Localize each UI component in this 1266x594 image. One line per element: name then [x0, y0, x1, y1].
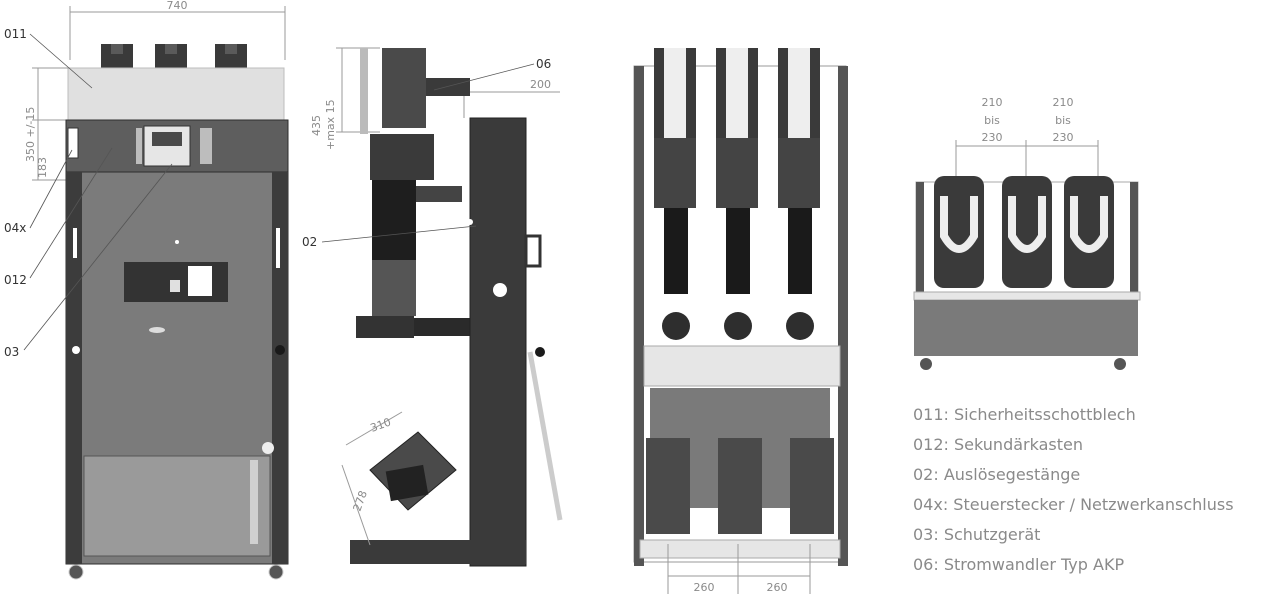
- front-view: 740 350 +/-15 183: [4, 0, 289, 580]
- range-2-bis: bis: [1055, 114, 1071, 127]
- side-frame: [469, 117, 527, 567]
- pitch-dimensions: 260 260: [667, 544, 811, 594]
- front-height-label-2: 183: [36, 157, 49, 178]
- callout-06: 06: [536, 57, 551, 71]
- top-bushings: [101, 44, 247, 68]
- side-depth-dimension: 200: [463, 78, 560, 118]
- box-width-label: 310: [369, 415, 393, 434]
- front-width-dimension: 740: [69, 0, 286, 60]
- range-1-from: 210: [982, 96, 1003, 109]
- top-view: 210 bis 230 210 bis 230: [913, 96, 1141, 370]
- legend-item-06: 06: Stromwandler Typ AKP: [913, 555, 1125, 574]
- trip-linkage-pole: [372, 180, 416, 260]
- side-height-label-1: 435: [310, 115, 323, 136]
- callout-03: 03: [4, 345, 19, 359]
- side-view: 435 +max 15 200 310: [302, 47, 563, 567]
- terminal-pockets: [934, 176, 1114, 288]
- side-height-dimension: 435 +max 15: [310, 47, 380, 150]
- rear-terminals: [646, 438, 834, 534]
- callout-02: 02: [302, 235, 317, 249]
- legend-item-03: 03: Schutzgerät: [913, 525, 1041, 544]
- range-2-to: 230: [1053, 131, 1074, 144]
- current-transformer: [382, 48, 426, 128]
- side-height-label-2: +max 15: [324, 99, 337, 150]
- range-1-to: 230: [982, 131, 1003, 144]
- terminal-base: [914, 300, 1138, 356]
- pitch-label-b: 260: [767, 581, 788, 594]
- legend-item-011: 011: Sicherheitsschottblech: [913, 405, 1136, 424]
- control-plug: [67, 127, 79, 159]
- range-1-bis: bis: [984, 114, 1000, 127]
- front-width-label: 740: [167, 0, 188, 12]
- box-height-label: 278: [351, 489, 370, 513]
- range-2-from: 210: [1053, 96, 1074, 109]
- removed-box: 310 278: [341, 411, 457, 546]
- side-depth-label: 200: [530, 78, 551, 91]
- callout-04x: 04x: [4, 221, 26, 235]
- rear-poles: [654, 48, 820, 340]
- callout-012: 012: [4, 273, 27, 287]
- legend-item-012: 012: Sekundärkasten: [913, 435, 1083, 454]
- callout-011: 011: [4, 27, 27, 41]
- legend-item-04x: 04x: Steuerstecker / Netzwerkanschluss: [913, 495, 1234, 514]
- front-callouts: 011 04x 012 03: [4, 27, 173, 359]
- safety-partition-plate: [67, 67, 285, 121]
- pitch-label-a: 260: [694, 581, 715, 594]
- rear-view: 260 260: [633, 48, 848, 594]
- front-height-dimensions: 350 +/-15 183: [24, 67, 70, 181]
- legend-list: 011: Sicherheitsschottblech 012: Sekundä…: [913, 405, 1234, 585]
- legend-item-02: 02: Auslösegestänge: [913, 465, 1081, 484]
- terminal-range-dimensions: 210 bis 230 210 bis 230: [955, 96, 1099, 182]
- side-callouts: 06 02: [302, 57, 551, 249]
- front-height-label-1: 350 +/-15: [24, 107, 37, 162]
